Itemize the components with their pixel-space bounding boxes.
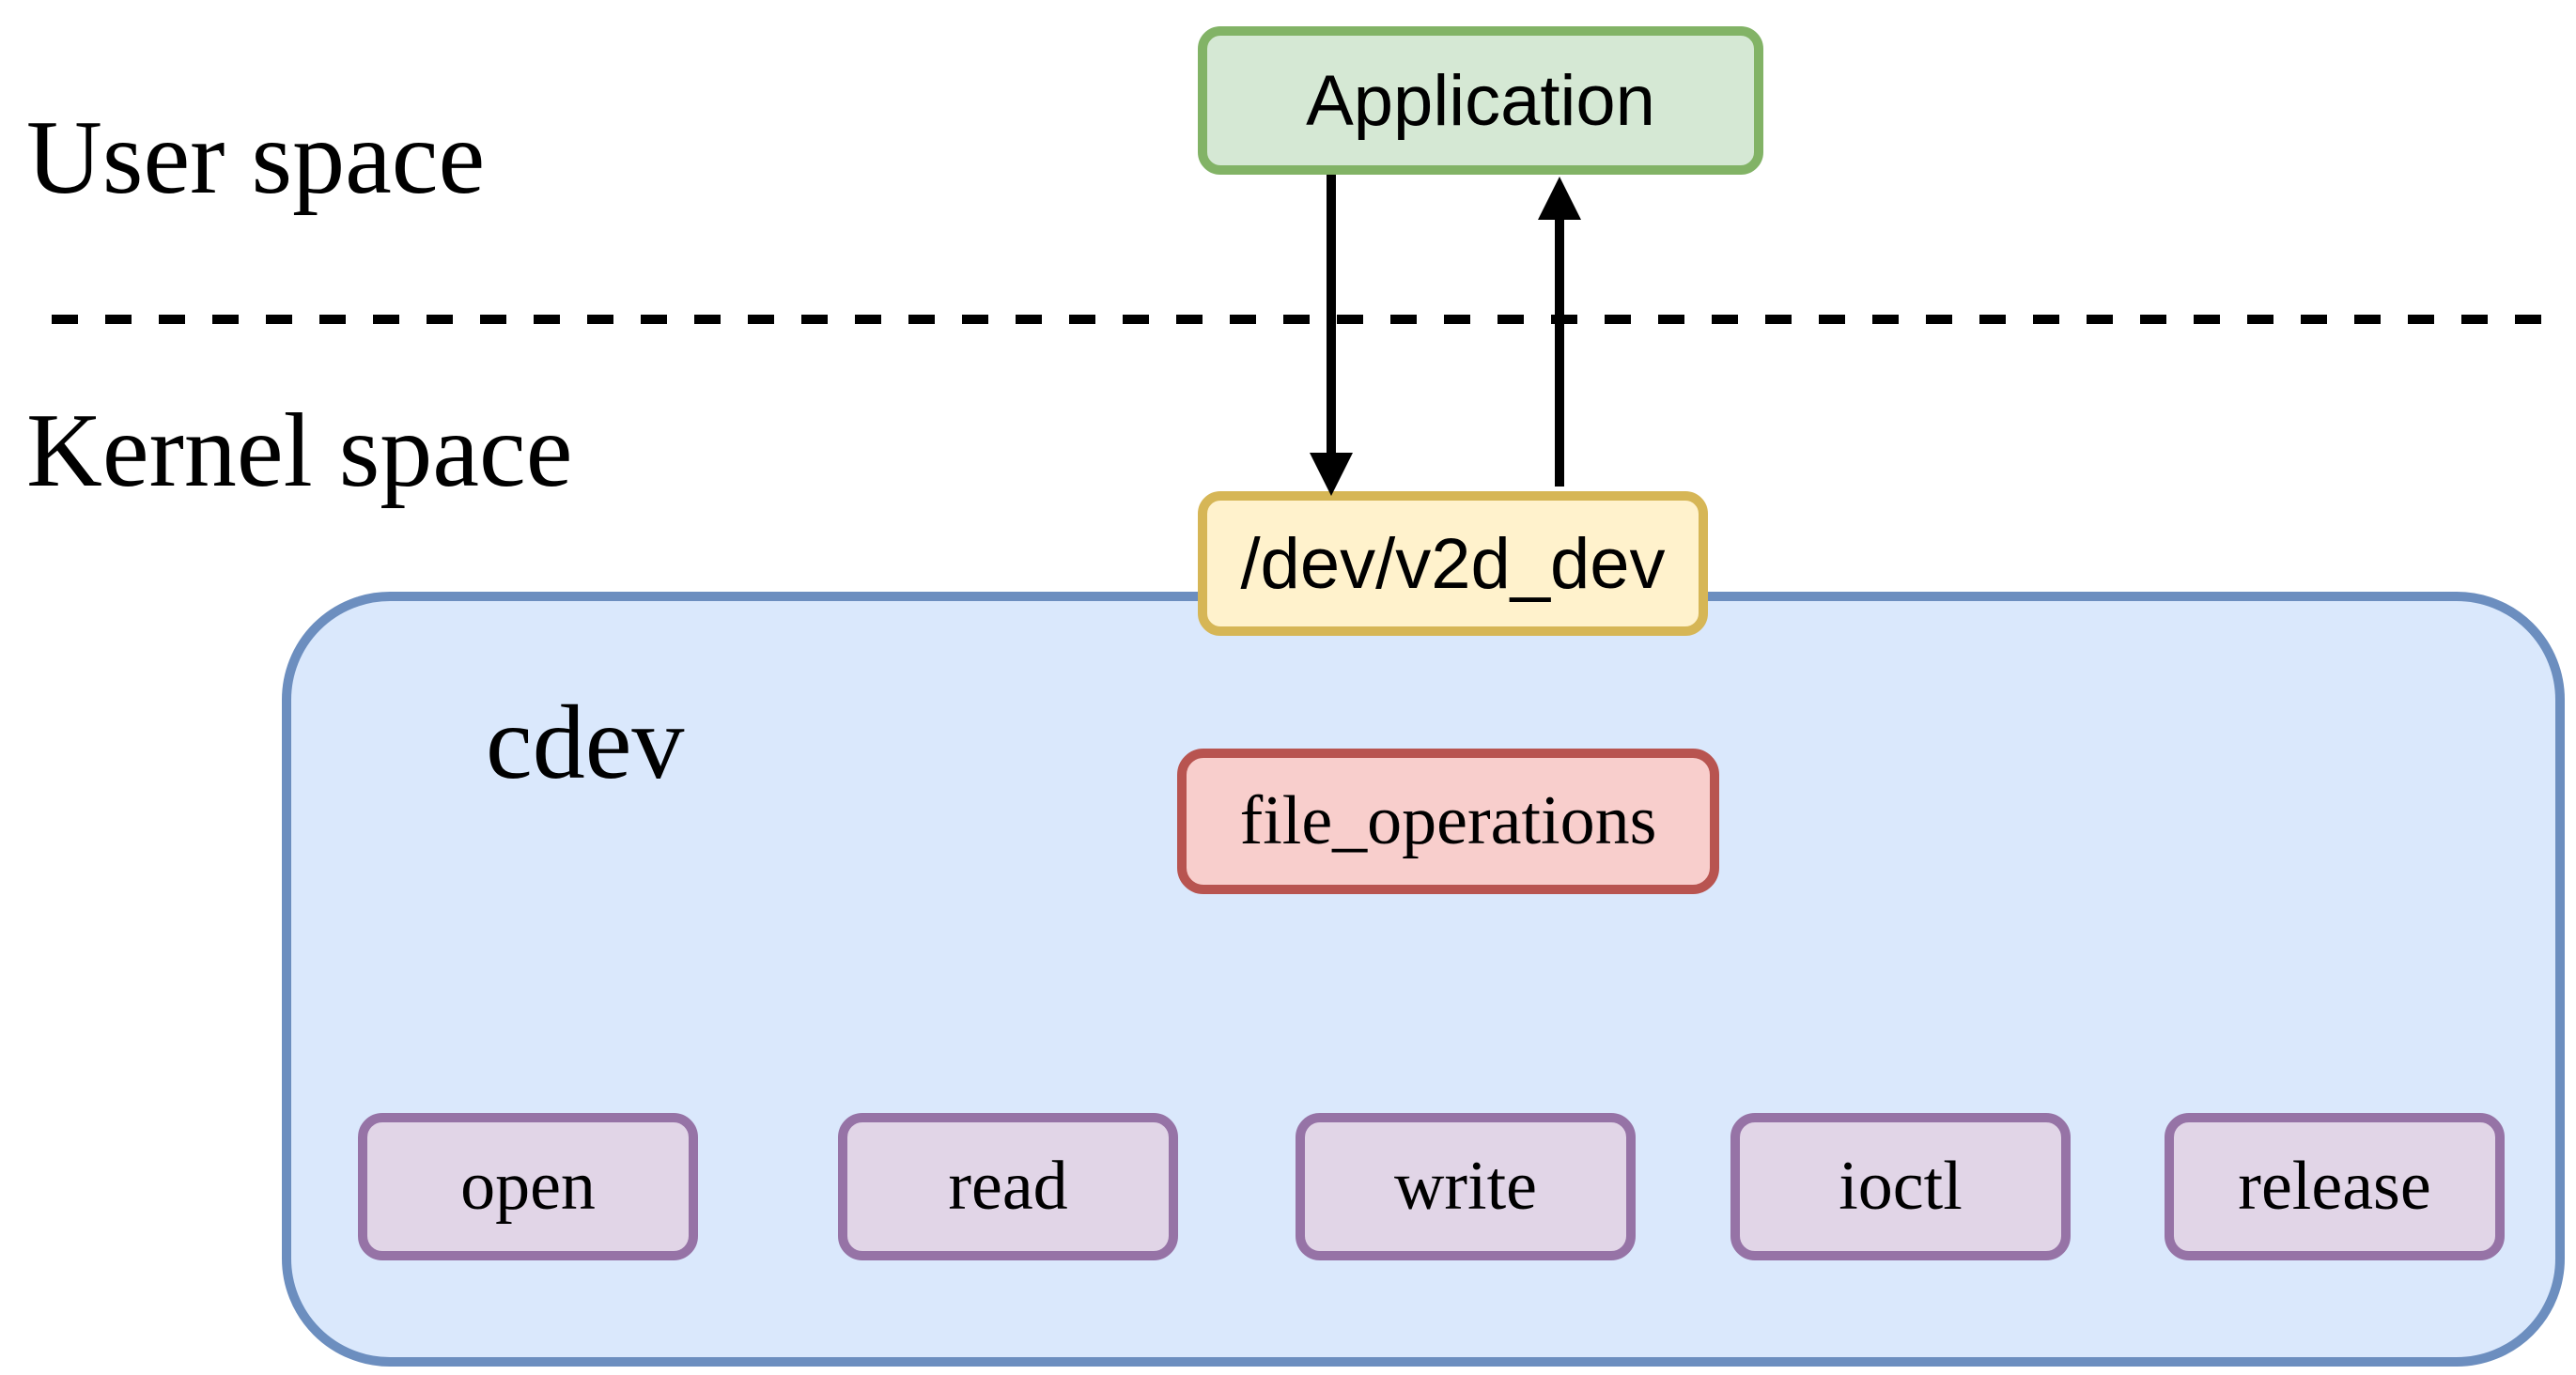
arrow-down-head-icon: [1310, 453, 1353, 496]
operation-label-read: read: [948, 1148, 1068, 1225]
operation-label-release: release: [2238, 1148, 2431, 1225]
arrow-up-line: [1555, 218, 1564, 487]
operation-node-release: release: [2165, 1113, 2505, 1260]
device-file-label: /dev/v2d_dev: [1240, 523, 1666, 604]
operation-node-ioctl: ioctl: [1730, 1113, 2071, 1260]
arrow-up-head-icon: [1538, 177, 1581, 220]
arrow-down-line: [1327, 175, 1336, 455]
operation-node-read: read: [838, 1113, 1178, 1260]
operation-node-open: open: [358, 1113, 698, 1260]
device-file-node: /dev/v2d_dev: [1198, 491, 1708, 636]
operation-node-write: write: [1296, 1113, 1636, 1260]
kernel-space-label: Kernel space: [26, 393, 573, 509]
application-label: Application: [1306, 60, 1655, 141]
cdev-label: cdev: [486, 685, 685, 801]
operation-label-open: open: [460, 1148, 596, 1225]
application-node: Application: [1198, 26, 1763, 175]
operation-label-ioctl: ioctl: [1839, 1148, 1963, 1225]
user-kernel-divider: [52, 315, 2549, 324]
user-space-label: User space: [26, 100, 486, 216]
file-operations-node: file_operations: [1177, 749, 1719, 894]
operation-label-write: write: [1393, 1148, 1538, 1225]
file-operations-label: file_operations: [1239, 782, 1657, 859]
